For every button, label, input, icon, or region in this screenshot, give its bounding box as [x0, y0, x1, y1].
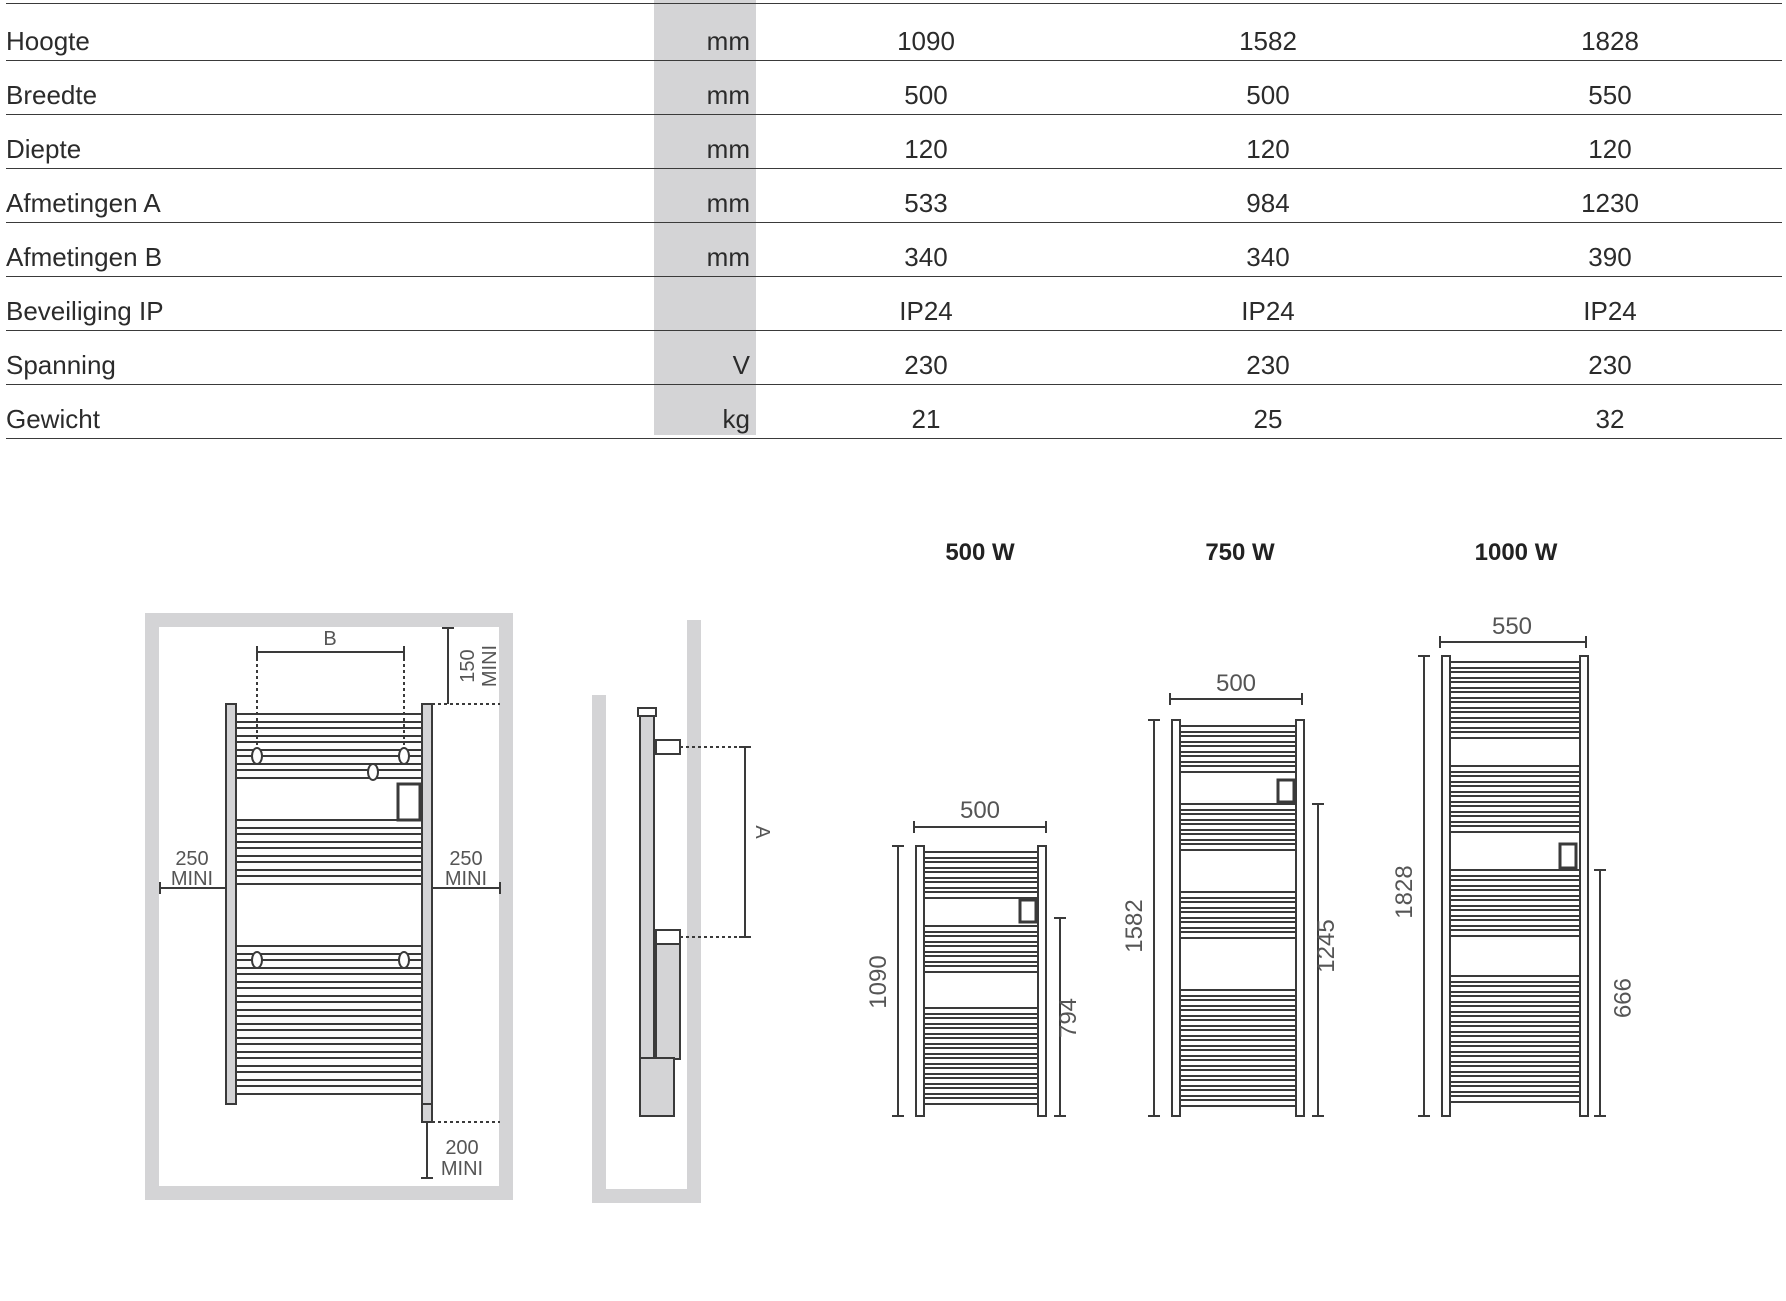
model-500w-drawing — [892, 821, 1066, 1117]
model-500w-power: 500 W — [945, 539, 1015, 566]
spec-row-gewicht: Gewicht kg 21 25 32 — [6, 384, 1782, 439]
value-500w: 340 — [904, 242, 948, 272]
spec-row-afmetingen-a: Afmetingen A mm 533 984 1230 — [6, 168, 1782, 223]
side-view — [592, 620, 751, 1203]
right-clearance-mini: MINI — [445, 868, 487, 890]
row-label: Afmetingen A — [6, 188, 161, 218]
row-label: Diepte — [6, 134, 82, 164]
model-1000w-height: 1828 — [1391, 865, 1418, 918]
right-clearance-value: 250 — [449, 848, 482, 870]
row-unit: V — [732, 350, 750, 380]
value-1000w: 120 — [1588, 134, 1632, 164]
value-1000w: 32 — [1595, 404, 1625, 434]
model-750w-drawing — [1148, 693, 1324, 1117]
value-1000w: IP24 — [1583, 296, 1637, 326]
model-1000w-connection-height: 999 — [1608, 978, 1635, 1018]
row-unit: mm — [706, 26, 750, 56]
value-750w: 120 — [1246, 134, 1290, 164]
row-unit: mm — [706, 242, 750, 272]
value-750w: IP24 — [1241, 296, 1295, 326]
value-750w: 25 — [1253, 404, 1283, 434]
technical-drawings: B 150 MINI 250 MINI 250 MINI 200 MINI A … — [145, 539, 1635, 1203]
row-label: Gewicht — [6, 404, 100, 434]
spec-row-breedte: Breedte mm 500 500 550 — [6, 60, 1782, 115]
model-750w-connection-height: 1245 — [1313, 919, 1340, 972]
model-750w-height: 1582 — [1121, 899, 1148, 952]
value-500w: 120 — [904, 134, 948, 164]
row-label: Beveiliging IP — [6, 296, 164, 326]
value-500w: 533 — [904, 188, 948, 218]
row-unit: mm — [706, 80, 750, 110]
row-label: Hoogte — [6, 26, 90, 56]
row-label: Afmetingen B — [6, 242, 163, 272]
value-750w: 230 — [1246, 350, 1290, 380]
row-label: Breedte — [6, 80, 98, 110]
top-clearance-mini: MINI — [479, 645, 501, 687]
unit-column-band — [654, 0, 756, 435]
model-1000w-width: 550 — [1492, 613, 1532, 640]
table-top-rule — [6, 3, 1782, 4]
model-750w-width: 500 — [1216, 670, 1256, 697]
value-500w: 1090 — [897, 26, 955, 56]
row-unit: mm — [706, 188, 750, 218]
model-500w-connection-height: 794 — [1055, 998, 1082, 1038]
value-1000w: 1230 — [1581, 188, 1639, 218]
spec-row-beveiliging-ip: Beveiliging IP IP24 IP24 IP24 — [6, 276, 1782, 331]
value-1000w: 230 — [1588, 350, 1632, 380]
row-label: Spanning — [6, 350, 116, 380]
value-750w: 340 — [1246, 242, 1290, 272]
row-unit: kg — [722, 404, 750, 434]
value-750w: 1582 — [1239, 26, 1297, 56]
left-clearance-mini: MINI — [171, 868, 213, 890]
spec-row-spanning: Spanning V 230 230 230 — [6, 330, 1782, 385]
value-750w: 984 — [1246, 188, 1290, 218]
bottom-clearance-value: 200 — [445, 1137, 478, 1159]
value-1000w: 390 — [1588, 242, 1632, 272]
value-500w: IP24 — [899, 296, 953, 326]
value-500w: 230 — [904, 350, 948, 380]
dim-b-label: B — [323, 628, 336, 650]
value-500w: 500 — [904, 80, 948, 110]
model-1000w-power: 1000 W — [1475, 539, 1558, 566]
spec-row-diepte: Diepte mm 120 120 120 — [6, 114, 1782, 169]
top-clearance-value: 150 — [457, 649, 479, 682]
value-1000w: 1828 — [1581, 26, 1639, 56]
dim-a-label: A — [751, 825, 773, 839]
model-500w-height: 1090 — [865, 955, 892, 1008]
bottom-clearance-mini: MINI — [441, 1158, 483, 1180]
value-500w: 21 — [911, 404, 941, 434]
value-1000w: 550 — [1588, 80, 1632, 110]
value-750w: 500 — [1246, 80, 1290, 110]
spec-row-hoogte: Hoogte mm 1090 1582 1828 — [6, 6, 1782, 61]
model-1000w-drawing — [1418, 636, 1606, 1117]
spec-row-afmetingen-b: Afmetingen B mm 340 340 390 — [6, 222, 1782, 277]
left-clearance-value: 250 — [175, 848, 208, 870]
row-unit: mm — [706, 134, 750, 164]
front-install-view — [145, 613, 513, 1200]
model-750w-power: 750 W — [1205, 539, 1275, 566]
model-500w-width: 500 — [960, 797, 1000, 824]
